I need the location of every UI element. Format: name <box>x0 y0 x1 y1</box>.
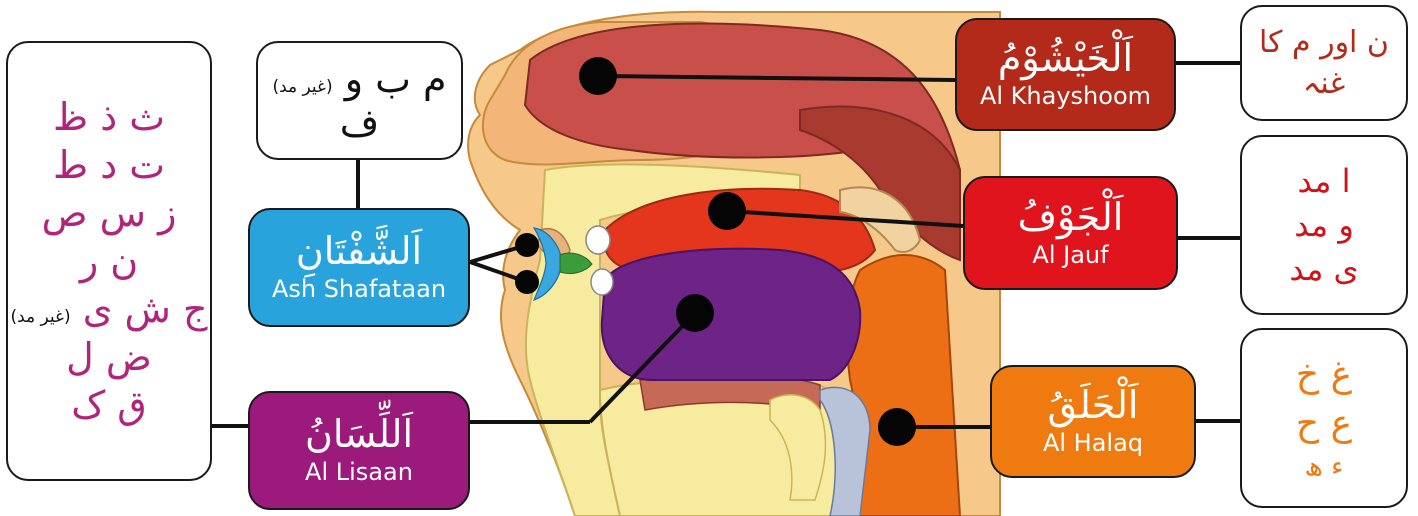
tongue-letters-line-5: ج ش ی (غیر مد) <box>10 287 207 331</box>
khayshoom-letters-line-2: غنہ <box>1303 66 1345 101</box>
khayshoom-label-box: اَلْخَيْشُوْمُ Al Khayshoom <box>955 18 1176 131</box>
shafataan-arabic: اَلشَّفْتَانِ <box>296 232 422 272</box>
halaq-letters-line-2: ع ح <box>1296 403 1352 444</box>
jauf-letters-line-3: ی مد <box>1289 250 1358 288</box>
jauf-letters-line-2: و مد <box>1294 206 1354 244</box>
halaq-letters-line-1: غ خ <box>1296 354 1352 395</box>
shafataan-label-box: اَلشَّفْتَانِ Ash Shafataan <box>248 208 470 327</box>
marker-halaq <box>878 408 916 446</box>
lower-tooth <box>591 269 613 295</box>
tongue-letters-box: ث ذ ظ ت د ط ز س ص ن ر ج ش ی (غیر مد) ض ل… <box>6 41 212 481</box>
khayshoom-letters-box: ن اور م کا غنہ <box>1240 5 1408 121</box>
lisaan-latin: Al Lisaan <box>305 459 413 485</box>
tongue-letters-line-5-main: ج ش ی <box>83 287 208 331</box>
marker-khayshoom <box>579 57 617 95</box>
halaq-letters-box: غ خ ع ح ء ھ <box>1240 328 1408 508</box>
tongue-letters-line-4: ن ر <box>80 239 138 283</box>
marker-jauf <box>708 192 746 230</box>
marker-lisaan <box>676 294 714 332</box>
tongue-letters-line-1: ث ذ ظ <box>53 95 165 139</box>
lips-letters-main: م ب و <box>345 57 447 101</box>
halaq-arabic: اَلْحَلَقُ <box>1048 386 1139 426</box>
tongue-letters-line-5-note: (غیر مد) <box>10 307 70 327</box>
jauf-arabic: اَلْجَوْفُ <box>1018 198 1124 238</box>
lips-letters-box: م ب و (غیر مد) ف <box>256 41 463 160</box>
lips-letters-line-1: م ب و (غیر مد) <box>272 57 446 101</box>
lisaan-label-box: اَللِّسَانُ Al Lisaan <box>248 391 470 510</box>
khayshoom-latin: Al Khayshoom <box>980 83 1151 109</box>
upper-tooth <box>586 226 610 254</box>
khayshoom-letters-line-1: ن اور م کا <box>1259 25 1389 60</box>
shafataan-latin: Ash Shafataan <box>272 276 446 302</box>
lisaan-arabic: اَللِّسَانُ <box>305 415 413 455</box>
jauf-label-box: اَلْجَوْفُ Al Jauf <box>963 176 1178 290</box>
marker-lips-bottom <box>515 270 539 294</box>
jauf-letters-box: ا مد و مد ی مد <box>1240 135 1408 315</box>
tongue-letters-line-7: ق ک <box>71 383 147 427</box>
jauf-letters-line-1: ا مد <box>1298 162 1351 200</box>
tongue-letters-line-2: ت د ط <box>53 143 165 187</box>
lips-letters-line-2: ف <box>340 101 379 145</box>
halaq-label-box: اَلْحَلَقُ Al Halaq <box>990 365 1196 478</box>
tongue-shape <box>602 249 860 380</box>
jauf-latin: Al Jauf <box>1032 242 1108 268</box>
tongue-letters-line-6: ض ل <box>66 335 152 379</box>
marker-lips-top <box>515 233 539 257</box>
halaq-latin: Al Halaq <box>1043 430 1143 456</box>
lips-letters-note: (غیر مد) <box>272 77 332 97</box>
tongue-letters-line-3: ز س ص <box>42 191 177 235</box>
halaq-letters-line-3: ء ھ <box>1305 452 1344 482</box>
khayshoom-arabic: اَلْخَيْشُوْمُ <box>998 39 1133 79</box>
